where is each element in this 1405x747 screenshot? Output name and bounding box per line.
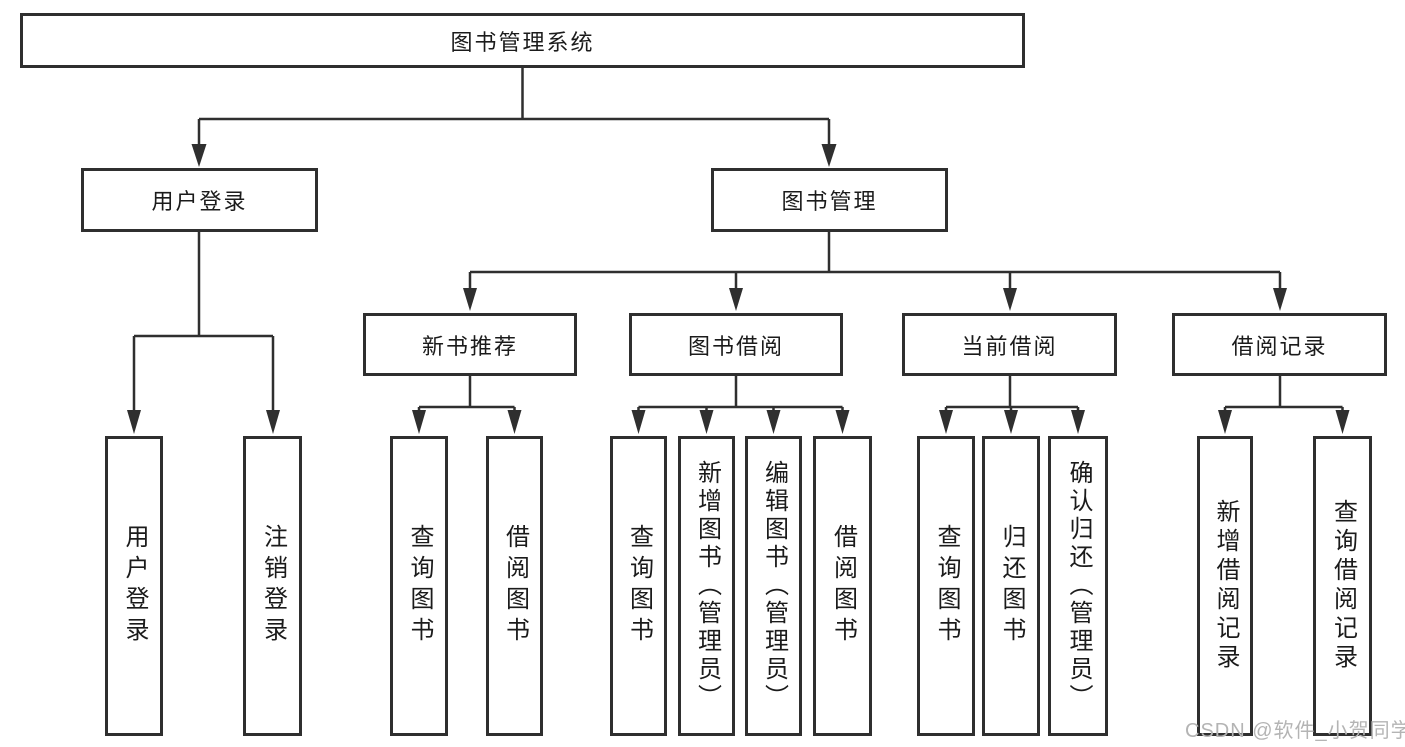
leaf-query-books: 查询图书 — [390, 436, 448, 736]
leaf-user-login: 用户登录 — [105, 436, 163, 736]
node-book-management: 图书管理 — [711, 168, 948, 232]
node-borrow-record: 借阅记录 — [1172, 313, 1387, 376]
leaf-edit-books-admin: 编辑图书（管理员） — [745, 436, 802, 736]
leaf-confirm-return-admin: 确认归还（管理员） — [1048, 436, 1108, 736]
leaf-logout: 注销登录 — [243, 436, 302, 736]
leaf-borrow-books: 借阅图书 — [486, 436, 543, 736]
arrowheads — [127, 144, 1350, 434]
node-library-management-system: 图书管理系统 — [20, 13, 1025, 68]
node-current-borrow: 当前借阅 — [902, 313, 1117, 376]
leaf-return-books: 归还图书 — [982, 436, 1040, 736]
node-new-book-recommend: 新书推荐 — [363, 313, 577, 376]
node-book-borrow: 图书借阅 — [629, 313, 843, 376]
leaf-add-borrow-record: 新增借阅记录 — [1197, 436, 1253, 736]
leaf-query-borrow-record: 查询借阅记录 — [1313, 436, 1372, 736]
node-user-login: 用户登录 — [81, 168, 318, 232]
leaf-query-books: 查询图书 — [917, 436, 975, 736]
csdn-watermark: CSDN @软件_小贺同学 — [1185, 720, 1405, 742]
leaf-query-books: 查询图书 — [610, 436, 667, 736]
leaf-add-books-admin: 新增图书（管理员） — [678, 436, 735, 736]
leaf-borrow-books: 借阅图书 — [813, 436, 872, 736]
